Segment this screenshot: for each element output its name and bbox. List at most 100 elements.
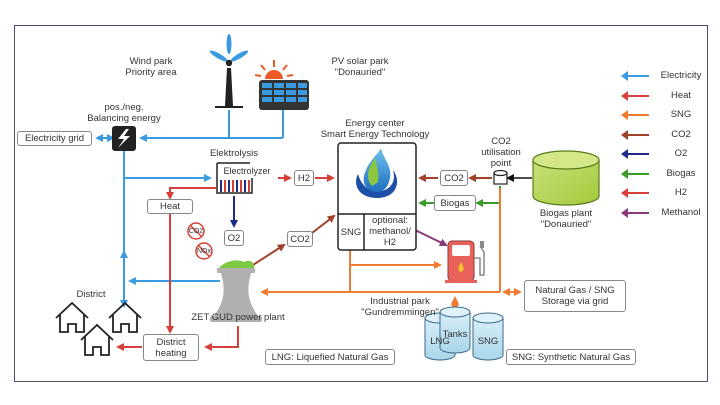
district-heating-line2: heating	[155, 347, 187, 359]
wind-turbine-icon	[209, 34, 249, 108]
plant-to-district-heating-line	[204, 326, 239, 351]
pv-park-label-line1: PV solar park	[331, 56, 389, 67]
wind-park-label: Wind park Priority area	[116, 56, 186, 78]
flame-drop-icon	[356, 148, 398, 198]
district-heating-box: District heating	[143, 334, 199, 361]
energy-center-label: Energy center Smart Energy Technology	[310, 118, 440, 140]
diagram-frame	[14, 25, 708, 382]
legend-label: Heat	[670, 89, 692, 101]
sng-lines	[260, 188, 522, 312]
h2-box: H2	[294, 170, 314, 186]
no-co2-sign	[187, 222, 205, 240]
legend-item-electricity: Electricity	[621, 70, 705, 82]
co2-lines	[252, 174, 492, 266]
industrial-park-line2: "Gundremmingen"	[361, 307, 439, 318]
legend-arrow-line	[625, 75, 649, 77]
district-heating-line1: District	[156, 336, 186, 348]
industrial-park-line1: Industrial park	[370, 296, 430, 307]
tank-sng-label: SNG	[477, 336, 499, 347]
co2-util-line1: CO2	[491, 136, 511, 147]
legend-arrow-line	[625, 114, 649, 116]
legend-label: O2	[674, 148, 688, 159]
electricity-grid-box: Electricity grid	[17, 131, 92, 146]
ng-storage-line1: Natural Gas / SNG	[535, 285, 615, 296]
optional-line1: optional:	[372, 215, 408, 226]
legend-arrow-head-icon	[621, 188, 628, 198]
legend-item-sng: SNG	[621, 109, 705, 121]
pv-park-label: PV solar park "Donauried"	[320, 56, 400, 78]
co2-util-line3: point	[490, 158, 512, 169]
co2-to-energy-center-line	[311, 214, 336, 234]
legend-label: Methanol	[661, 206, 701, 218]
wind-park-label-line1: Wind park	[129, 56, 173, 67]
optional-line3: H2	[383, 237, 397, 248]
legend-arrow-head-icon	[621, 110, 628, 120]
legend-arrow-head-icon	[621, 149, 628, 159]
legend-arrow-line	[625, 94, 649, 97]
electrolyzer-to-heat-line	[166, 187, 216, 200]
pv-park-label-line2: "Donauried"	[334, 67, 386, 78]
electricity-lines	[95, 110, 284, 308]
co2-box-right: CO2	[440, 170, 468, 186]
optional-line2: methanol/	[369, 226, 411, 237]
sng-cell-label: SNG	[340, 227, 362, 238]
lightning-icon	[112, 126, 136, 151]
legend-label: H2	[674, 187, 688, 198]
house-icon	[55, 301, 142, 356]
balancing-label-line2: Balancing energy	[87, 113, 161, 124]
legend-arrow-head-icon	[621, 129, 628, 140]
ng-storage-line2: Storage via grid	[541, 296, 609, 307]
legend-arrow-head-icon	[621, 168, 628, 179]
cylinder-tank-icon	[532, 150, 600, 206]
o2-box: O2	[224, 230, 244, 246]
methanol-to-pump-line	[412, 228, 448, 246]
legend-arrow-line	[625, 133, 649, 136]
legend-label: CO2	[671, 128, 691, 140]
legend-arrow-line	[625, 172, 649, 175]
balancing-label-line1: pos./neg.	[104, 102, 144, 113]
no-nox-sign	[195, 242, 213, 260]
tank-tanks-label: Tanks	[442, 329, 468, 340]
co2-utilisation-point-icon	[493, 169, 508, 185]
sng-note-box: SNG: Synthetic Natural Gas	[506, 349, 636, 365]
no-nox-label: NOx	[197, 248, 211, 255]
solar-panel-icon	[254, 60, 309, 110]
no-co2-label: CO2	[188, 228, 204, 235]
legend-arrow-head-icon	[621, 71, 628, 81]
legend-label: SNG	[670, 109, 692, 120]
energy-center-label-line2: Smart Energy Technology	[320, 129, 430, 140]
co2-box-left: CO2	[287, 231, 313, 247]
legend-item-methanol: Methanol	[621, 206, 705, 219]
legend-item-o2: O2	[621, 148, 705, 160]
storage-tanks-icon	[424, 306, 504, 361]
co2-util-line2: utilisation	[481, 147, 521, 158]
power-plant-label: ZET GUD power plant	[191, 312, 285, 323]
legend-arrow-head-icon	[621, 90, 628, 101]
plant-to-co2-line	[252, 243, 286, 266]
legend-arrow-line	[625, 153, 649, 155]
elektrolysis-label: Elektrolysis	[209, 148, 259, 159]
legend-item-biogas: Biogas	[621, 167, 705, 180]
heat-box: Heat	[147, 199, 193, 214]
wind-park-label-line2: Priority area	[125, 67, 177, 78]
lng-note-box: LNG: Liquefied Natural Gas	[265, 349, 395, 365]
legend-item-co2: CO2	[621, 128, 705, 141]
electrolyzer-label: Electrolyzer	[223, 166, 271, 176]
optional-cell-label: optional: methanol/ H2	[364, 215, 416, 248]
biogas-box: Biogas	[434, 195, 476, 211]
util-to-biogas-line	[475, 186, 501, 207]
biogas-plant-line1: Biogas plant	[539, 208, 593, 219]
industrial-park-label: Industrial park "Gundremmingen"	[360, 296, 440, 318]
fuel-pump-icon	[445, 240, 485, 283]
legend-label: Electricity	[660, 70, 702, 81]
legend-label: Biogas	[666, 167, 696, 179]
balancing-energy-label: pos./neg. Balancing energy	[84, 102, 164, 124]
legend-arrow-head-icon	[621, 207, 628, 218]
tank-lng-label: LNG	[430, 336, 450, 347]
legend-item-h2: H2	[621, 187, 705, 199]
district-label: District	[76, 289, 106, 300]
legend-item-heat: Heat	[621, 89, 705, 102]
co2-utilisation-label: CO2 utilisation point	[480, 136, 522, 169]
legend-arrow-line	[625, 192, 649, 194]
